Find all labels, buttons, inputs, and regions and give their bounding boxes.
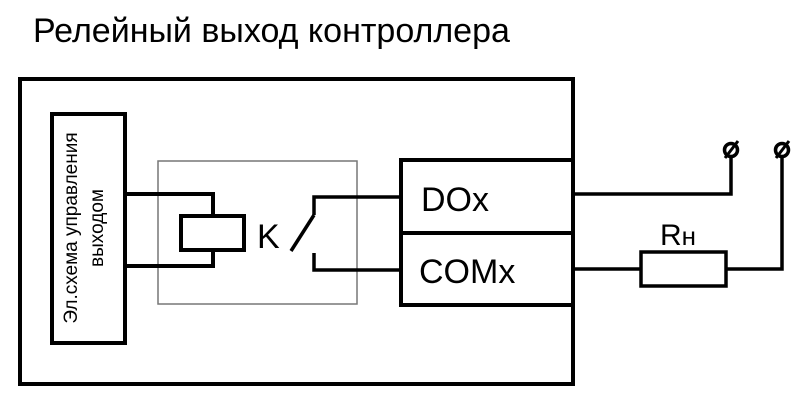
terminal-do-label: DOx bbox=[421, 181, 489, 219]
coil-wire-top bbox=[125, 192, 215, 216]
coil-wire-bottom bbox=[125, 250, 215, 268]
terminal-slash-icon bbox=[774, 140, 791, 159]
terminal-circle-icon bbox=[773, 141, 791, 159]
relay-coil bbox=[179, 214, 246, 252]
control-circuit-label-line1: Эл.схема управления bbox=[61, 132, 82, 323]
control-circuit-box bbox=[50, 112, 127, 345]
diagram-title: Релейный выход контроллера bbox=[33, 12, 510, 50]
control-circuit-label-line2: выходом bbox=[87, 189, 108, 267]
terminal-slash-icon bbox=[723, 140, 740, 159]
load-resistor-label: Rн bbox=[660, 219, 696, 252]
terminal-com-label: COMx bbox=[419, 253, 515, 291]
supply-terminal-1 bbox=[722, 140, 740, 159]
contact-blade bbox=[289, 214, 316, 252]
resistor-label-sub: н bbox=[682, 221, 696, 251]
terminal-block: DOx COMx bbox=[399, 158, 575, 307]
resistor-label-main: R bbox=[660, 219, 682, 252]
terminal-circle-icon bbox=[722, 141, 740, 159]
load-resistor bbox=[639, 250, 728, 288]
relay-enclosure bbox=[157, 160, 358, 305]
supply-terminal-2 bbox=[773, 140, 791, 159]
contact-wire-do bbox=[312, 195, 401, 215]
relay-coil-label: K bbox=[257, 218, 280, 256]
control-circuit-block: Эл.схема управления выходом bbox=[50, 112, 127, 345]
contact-wire-com bbox=[312, 253, 401, 272]
load-wire-return bbox=[726, 157, 784, 271]
relay-contact bbox=[289, 195, 401, 272]
load-wire-do bbox=[573, 157, 733, 196]
